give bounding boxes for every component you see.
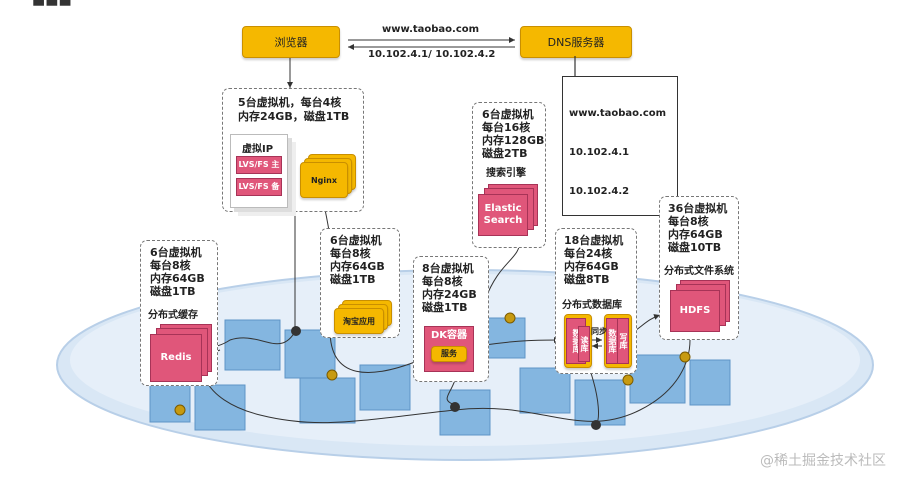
docker-container-label: DK容器 (430, 330, 468, 341)
lvs-spec-line1: 5台虚拟机，每台4核 (238, 96, 342, 109)
write-db-type: 数据库 (608, 329, 617, 353)
database-spec: 18台虚拟机 每台24核 内存64GB 磁盘8TB (564, 234, 624, 286)
taobao-app-label: 淘宝应用 (343, 316, 375, 326)
watermark: @稀土掘金技术社区 (760, 453, 886, 469)
write-db-label: 写库 (619, 333, 628, 349)
nginx-label: Nginx (310, 175, 338, 185)
docker-service-node: 服务 (431, 346, 467, 362)
taobao-app-node: 淘宝应用 (334, 308, 384, 334)
request-domain: www.taobao.com (382, 24, 480, 35)
hdfs-node: HDFS (670, 290, 720, 332)
docker-service-label: 服务 (441, 349, 457, 358)
docker-container-node: DK容器 服务 (424, 326, 474, 372)
database-title: 分布式数据库 (562, 300, 622, 311)
read-db-type: 数据库 (572, 329, 581, 353)
top-cut-text: ■■■ (32, 0, 72, 8)
server-racks (149, 317, 731, 436)
redis-node: Redis (150, 334, 202, 382)
dns-record-ip2: 10.102.4.2 (569, 186, 630, 197)
redis-spec: 6台虚拟机 每台8核 内存64GB 磁盘1TB (150, 246, 205, 298)
lvs-vip-label: 虚拟IP (242, 144, 274, 155)
docker-spec: 8台虚拟机 每台8核 内存24GB 磁盘1TB (422, 262, 477, 314)
resolved-ips: 10.102.4.1/ 10.102.4.2 (368, 49, 496, 60)
read-db-label-box: 读库 (578, 326, 590, 362)
browser-node: 浏览器 (242, 26, 340, 58)
lvs-backup-node: LVS/FS 备 (236, 178, 282, 196)
lvs-master-node: LVS/FS 主 (236, 156, 282, 174)
lvs-spec-line2: 内存24GB，磁盘1TB (238, 110, 350, 123)
elastic-search-node: Elastic Search (478, 194, 528, 236)
dns-server-label: DNS服务器 (547, 36, 605, 49)
taobao-app-spec: 6台虚拟机 每台8核 内存64GB 磁盘1TB (330, 234, 385, 286)
junction-dots (291, 326, 601, 430)
nginx-node: Nginx (300, 162, 348, 198)
search-title: 搜索引擎 (486, 168, 526, 179)
read-db-label: 读库 (580, 336, 589, 352)
db-sync-label: 同步 (591, 327, 607, 336)
dns-server-node: DNS服务器 (520, 26, 632, 58)
hdfs-spec: 36台虚拟机 每台8核 内存64GB 磁盘10TB (668, 202, 728, 254)
connection-dots (174, 312, 691, 416)
browser-label: 浏览器 (274, 36, 308, 49)
hdfs-title: 分布式文件系统 (664, 266, 734, 277)
search-spec: 6台虚拟机 每台16核 内存128GB 磁盘2TB (482, 108, 545, 160)
dns-record-ip1: 10.102.4.1 (569, 147, 630, 158)
write-db-label-box: 写库 (617, 318, 629, 364)
dns-record-box: www.taobao.com 10.102.4.1 10.102.4.2 (562, 76, 678, 216)
redis-title: 分布式缓存 (148, 310, 198, 321)
dns-record-domain: www.taobao.com (569, 108, 667, 119)
